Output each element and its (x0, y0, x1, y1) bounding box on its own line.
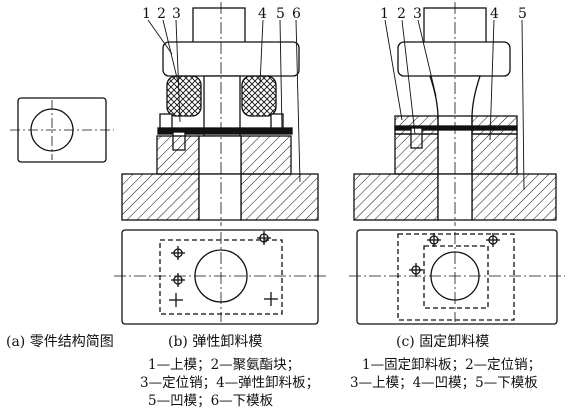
plan-plus-right (264, 292, 278, 306)
plan-outline (121, 229, 319, 325)
label-c-1: 1 (380, 6, 389, 22)
legend-b-line-1: 1—上模；2—聚氨酯块； (148, 357, 301, 373)
caption-b: (b) 弹性卸料模 (168, 334, 263, 350)
label-b-6: 6 (292, 6, 301, 22)
die-opening (198, 135, 242, 175)
fixed-stripper-plate-right (471, 115, 518, 135)
fixed-die-plan-view (349, 229, 565, 325)
caption-a: (a) 零件结构简图 (6, 334, 114, 350)
plan-pin-top-right-c (486, 233, 500, 247)
label-c-4: 4 (490, 6, 499, 22)
plan-pin-left-c (409, 263, 423, 277)
upper-die (162, 41, 300, 77)
lower-plate-left-c (353, 173, 439, 221)
polyurethane-block-right (241, 75, 277, 117)
label-c-2: 2 (397, 6, 406, 22)
label-b-5: 5 (276, 6, 285, 22)
elastic-die-plan-view (114, 229, 326, 325)
plan-pin-top-c (427, 233, 441, 247)
lower-plate-opening (198, 173, 242, 221)
polyurethane-block-left (166, 75, 202, 117)
plan-dashed-frame-c (397, 233, 515, 321)
fixed-die-section (353, 2, 557, 226)
plan-plus-left (169, 293, 183, 307)
die-right (240, 135, 292, 175)
lower-plate-right-c (471, 173, 557, 221)
punch-stem (192, 7, 246, 45)
label-c-3: 3 (413, 6, 422, 22)
elastic-stripper-plate (157, 127, 293, 135)
lower-plate-left (121, 173, 200, 221)
label-b-1: 1 (142, 6, 151, 22)
stripper-slot (394, 125, 518, 131)
elastic-die-section (121, 2, 319, 226)
die-right-c (471, 133, 518, 175)
legend-c-line-1: 1—固定卸料板；2—定位销； (362, 357, 542, 373)
part-sketch (10, 97, 114, 163)
label-b-4: 4 (258, 6, 267, 22)
die-left (156, 135, 200, 175)
die-left-c (394, 133, 439, 175)
plan-pin-mid (171, 273, 185, 287)
lower-plate-right (240, 173, 319, 221)
legend-c-line-2: 3—上模；4—凹模；5—下模板 (350, 375, 538, 391)
legend-b-line-2: 3—定位销；4—弹性卸料板； (140, 375, 320, 391)
plan-inner-dashed-c (423, 245, 489, 309)
plan-pin-right (257, 231, 271, 245)
caption-c: (c) 固定卸料模 (396, 334, 490, 350)
label-c-5: 5 (518, 6, 527, 22)
label-b-3: 3 (172, 6, 181, 22)
legend-b-line-3: 5—凹模；6—下模板 (148, 393, 274, 409)
punch-body (203, 75, 241, 137)
plan-outline-c (356, 229, 558, 325)
label-b-2: 2 (157, 6, 166, 22)
plan-pin-upper (171, 246, 185, 260)
